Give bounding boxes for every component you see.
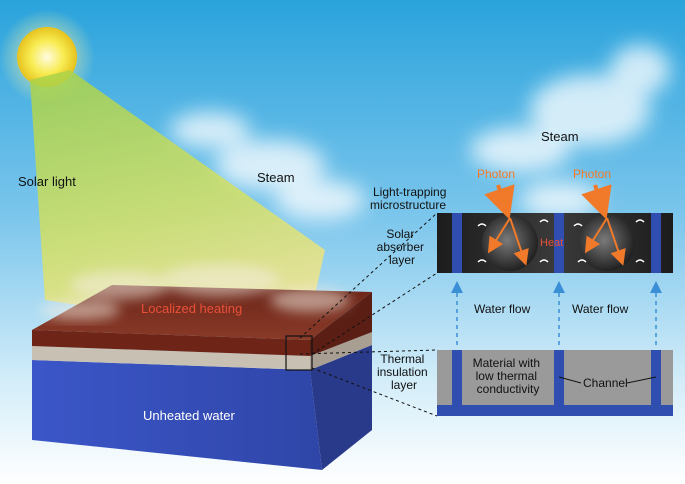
label-localized-heating: Localized heating — [141, 301, 242, 316]
labels: Solar light Steam Steam Localized heatin… — [18, 129, 629, 423]
label-light-trapping: Light-trapping microstructure — [370, 185, 450, 212]
steam-clouds — [170, 45, 670, 220]
label-solar-light: Solar light — [18, 174, 76, 189]
internal-reflection-arrows — [487, 217, 626, 266]
label-water-flow-left: Water flow — [474, 302, 531, 316]
micro-steam-wisps — [477, 219, 645, 263]
label-heat: Heat — [540, 237, 563, 249]
water-flow-arrows — [451, 281, 662, 345]
microstructure-panel — [437, 184, 673, 273]
sphere-right — [579, 215, 635, 271]
surface-steam — [40, 264, 350, 320]
insulation-panel — [437, 350, 673, 416]
label-solar-absorber: Solar absorber layer — [377, 227, 428, 267]
label-steam-left: Steam — [257, 170, 295, 185]
label-steam-right: Steam — [541, 129, 579, 144]
zoom-lines — [299, 212, 438, 417]
photon-arrows — [484, 184, 612, 220]
label-photon-left: Photon — [477, 167, 515, 181]
insulation-layer-block — [32, 332, 372, 370]
label-material: Material with low thermal conductivity — [473, 356, 544, 396]
label-water-flow-right: Water flow — [572, 302, 629, 316]
label-thermal-insulation: Thermal insulation layer — [377, 352, 431, 392]
sphere-left — [482, 215, 538, 271]
water-block — [32, 345, 372, 470]
label-photon-right: Photon — [573, 167, 611, 181]
label-channel: Channel — [583, 376, 628, 390]
label-unheated-water: Unheated water — [143, 408, 235, 423]
zoom-box — [285, 335, 313, 371]
